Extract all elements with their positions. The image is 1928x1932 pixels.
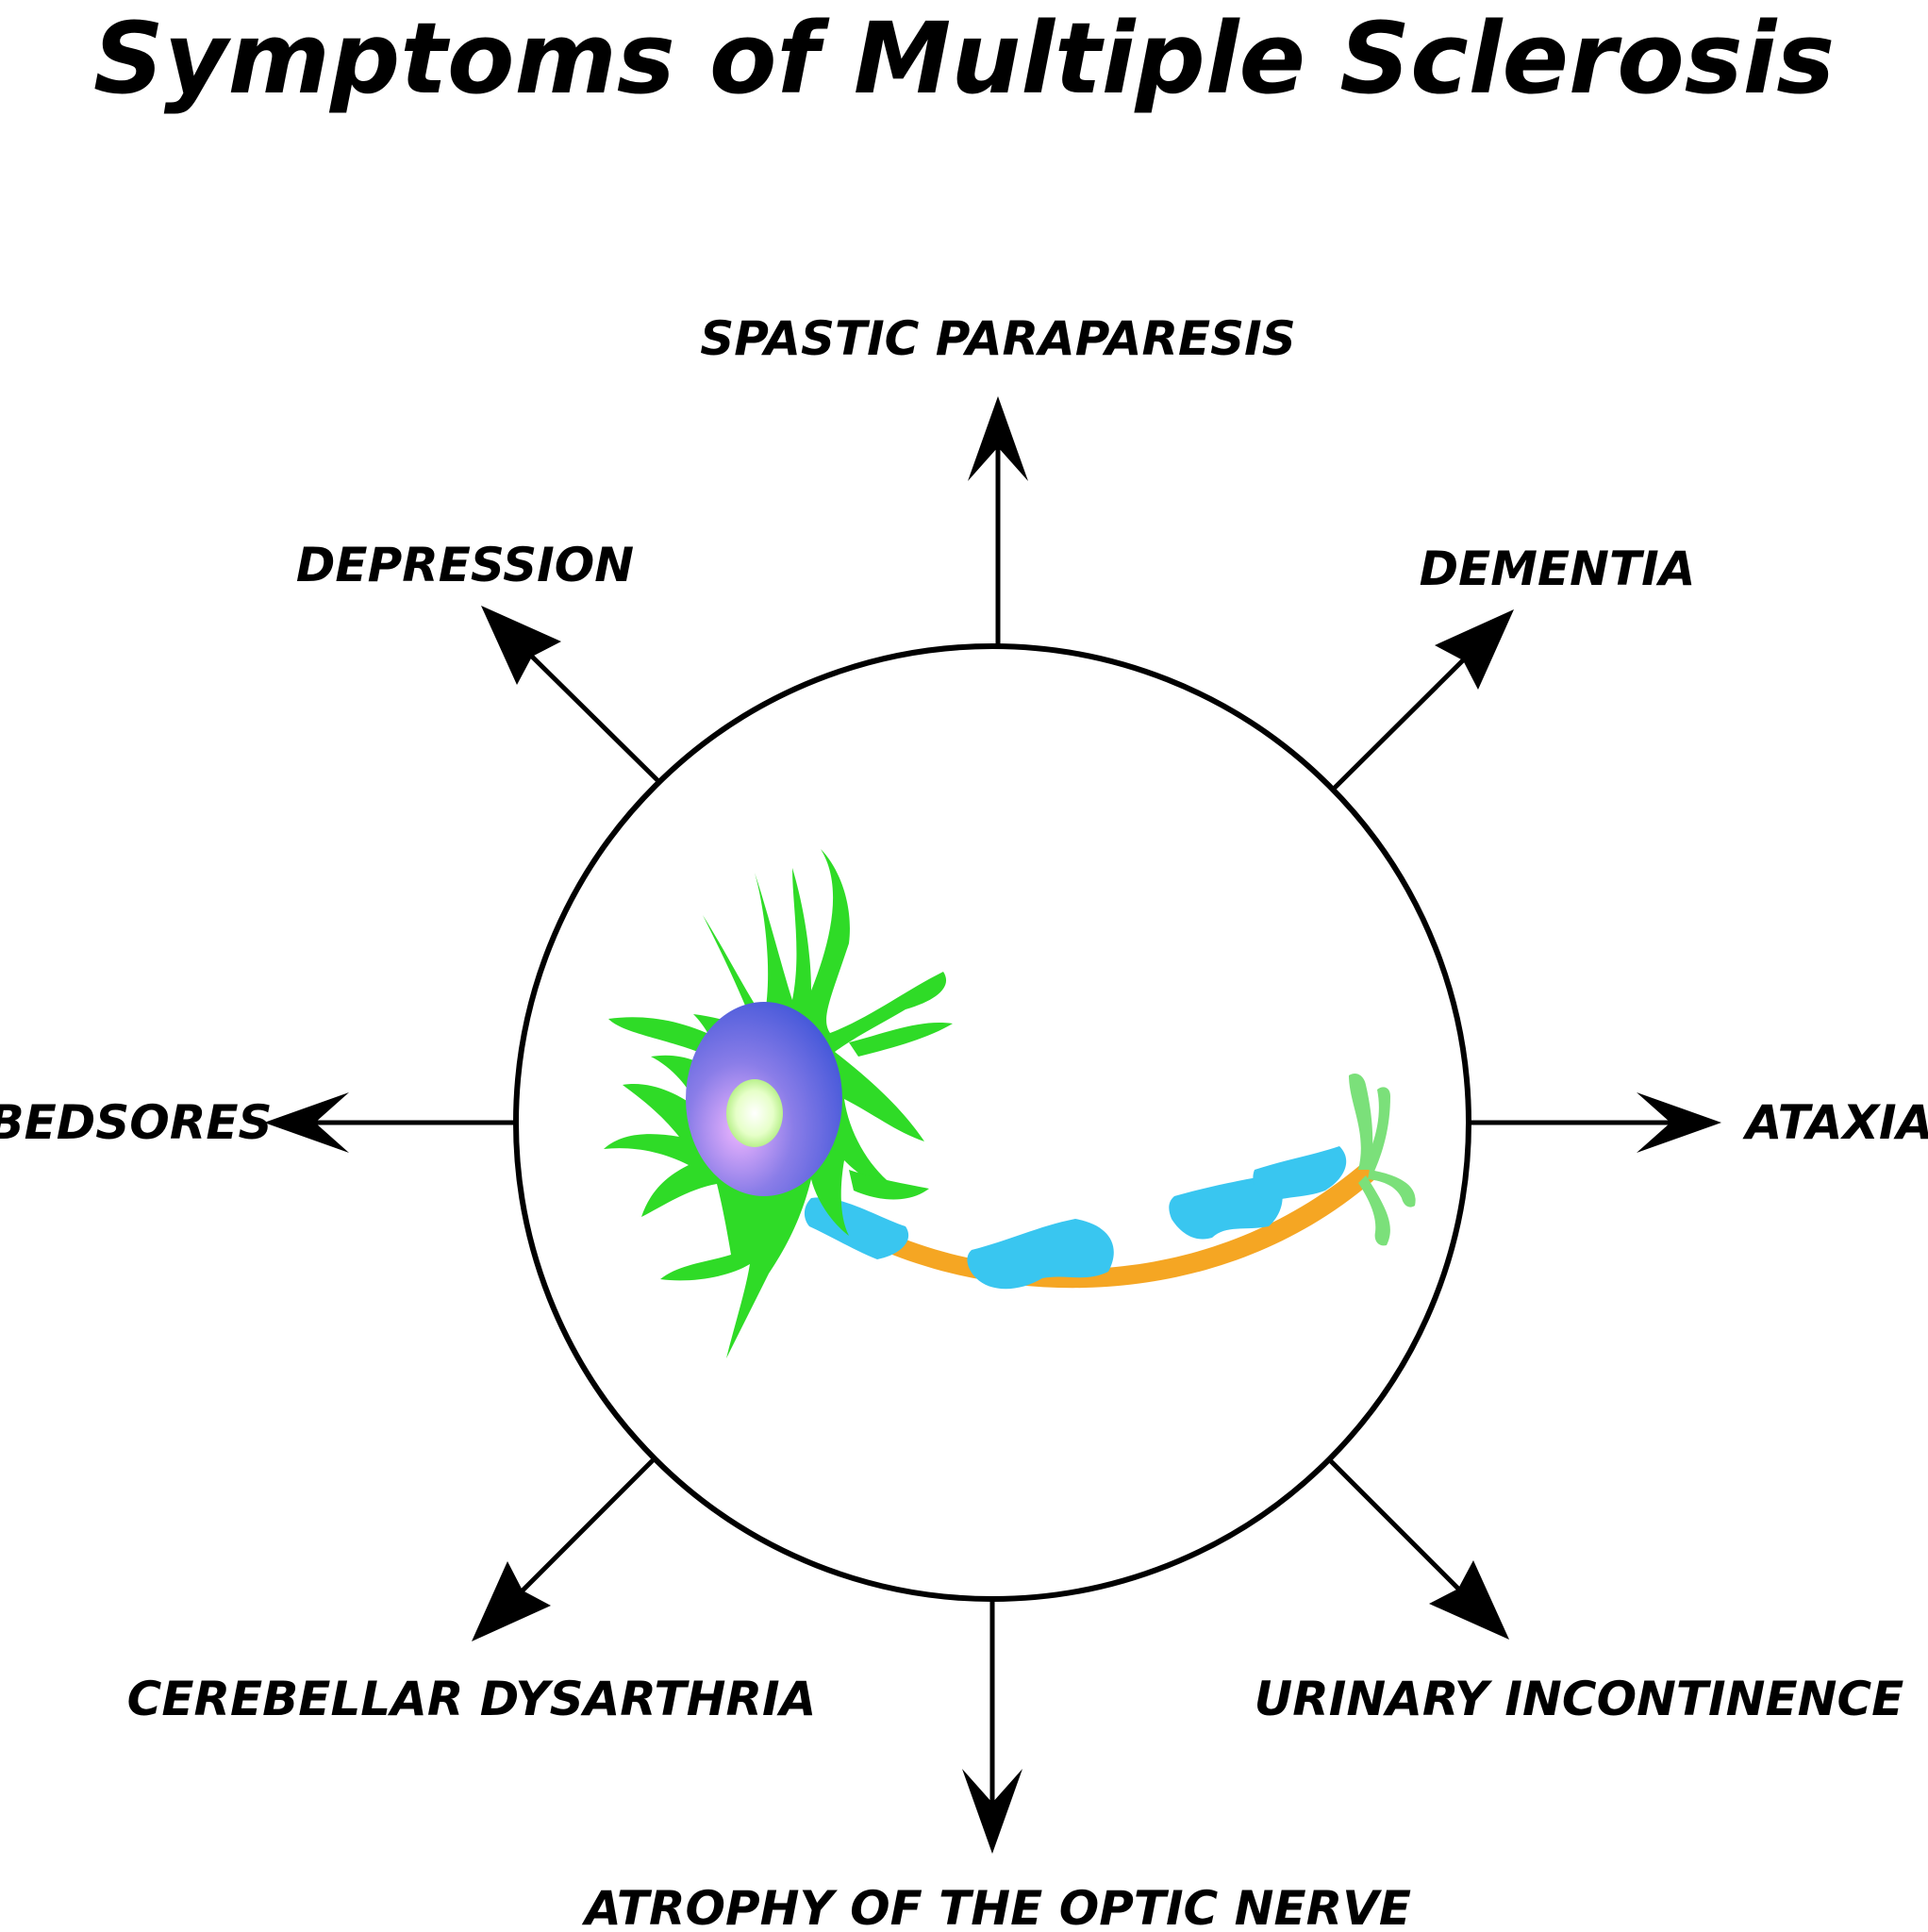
nucleus [726,1079,783,1147]
dendrite-lower-right [849,1170,929,1200]
label-urinary-incontinence: URINARY INCONTINENCE [1255,1672,1904,1726]
arrow-up-head [968,396,1028,481]
myelin-segments [804,1146,1347,1290]
label-depression: DEPRESSION [296,538,634,592]
arrow-upright-head [1435,609,1514,690]
arrow-downleft-line [517,1458,655,1596]
arrow-down-head [962,1769,1022,1854]
label-bedsores: BEDSORES [0,1095,272,1150]
dendrite-right [849,1023,953,1057]
arrow-upleft-head [481,606,561,685]
axon [892,1158,1377,1289]
dendrite-left [608,1017,717,1052]
arrow-downright-line [1328,1458,1464,1594]
center-circle [513,643,1471,1602]
axon-terminal [1349,1074,1416,1246]
page-title: Symptoms of Multiple Sclerosis [93,1,1835,116]
label-spastic-paraparesis: SPASTIC PARAPARESIS [700,311,1296,366]
arrow-upleft-line [526,651,662,785]
arrow-downleft-head [472,1561,551,1641]
arrow-downright-head [1429,1560,1509,1640]
arrow-right-head [1637,1092,1721,1153]
label-dementia: DEMENTIA [1420,541,1696,596]
arrow-left-head [264,1092,349,1153]
label-ataxia: ATAXIA [1742,1095,1928,1150]
neuron-icon [604,849,1416,1358]
label-atrophy-optic-nerve: ATROPHY OF THE OPTIC NERVE [581,1881,1411,1932]
label-cerebellar-dysarthria: CEREBELLAR DYSARTHRIA [127,1672,817,1726]
arrow-upright-line [1330,655,1469,792]
